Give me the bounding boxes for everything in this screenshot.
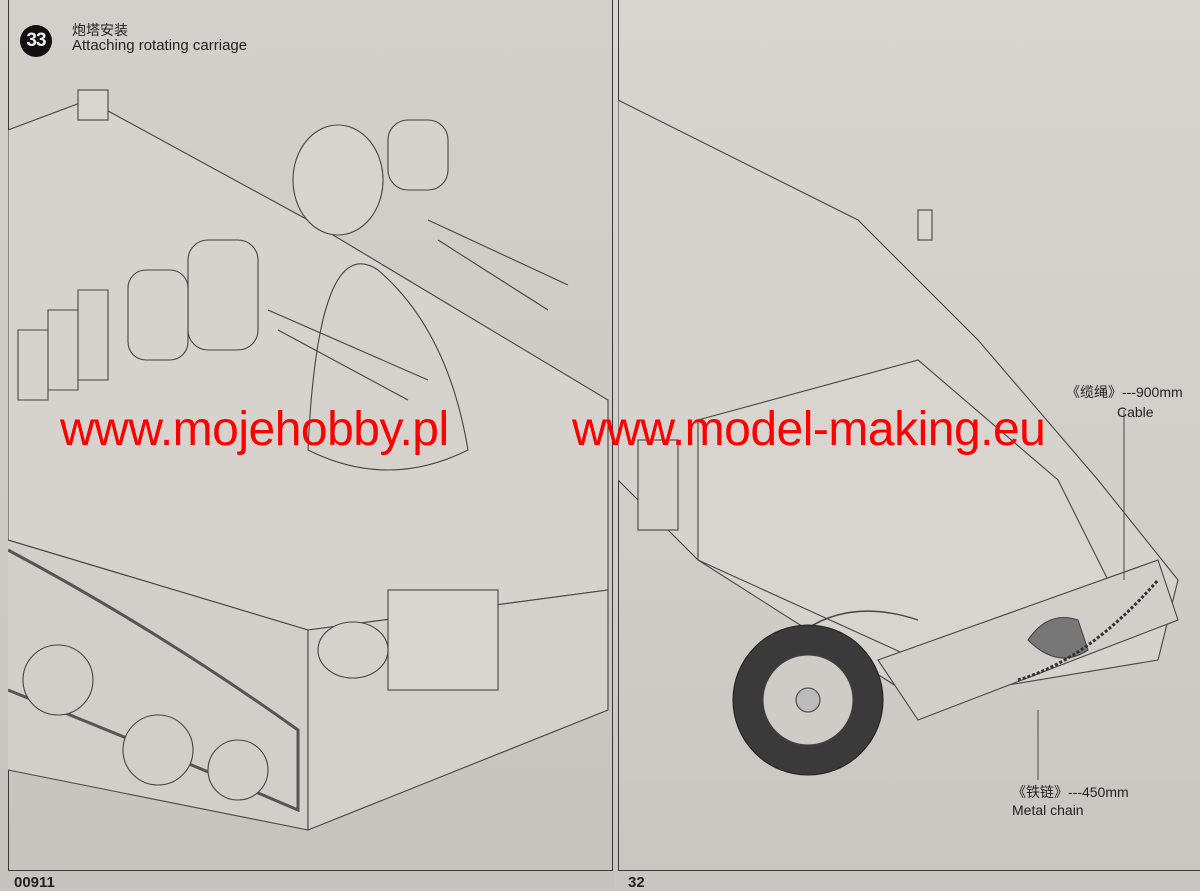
step-title-english: Attaching rotating carriage — [72, 37, 248, 54]
cable-label-cn: 《缆绳》 — [1066, 384, 1122, 400]
cable-callout: 《缆绳》---900mm — [1066, 382, 1183, 402]
page-number: 32 — [628, 874, 645, 891]
halftrack-rear-turret-drawing — [8, 89, 609, 831]
step-title-chinese: 炮塔安装 — [72, 22, 128, 38]
watermark-model-making: www.model-making.eu — [572, 403, 1046, 456]
cable-label-en: Cable — [1117, 404, 1154, 420]
chain-callout: 《铁链》---450mm — [1012, 782, 1129, 802]
right-instruction-page: 《缆绳》---900mm Cable 《铁链》---450mm Metal ch… — [614, 0, 1200, 891]
cable-length: ---900mm — [1122, 384, 1183, 400]
kit-code: 00911 — [14, 874, 55, 891]
chain-label-cn: 《铁链》 — [1012, 784, 1068, 800]
chain-length: ---450mm — [1068, 784, 1129, 800]
left-instruction-page: 33 炮塔安装 Attaching rotating carriage 0091… — [0, 0, 614, 891]
halftrack-front-winch-drawing — [618, 99, 1179, 780]
watermark-mojehobby: www.mojehobby.pl — [60, 403, 449, 456]
step-number-badge: 33 — [20, 25, 52, 57]
chain-label-en: Metal chain — [1012, 802, 1084, 818]
